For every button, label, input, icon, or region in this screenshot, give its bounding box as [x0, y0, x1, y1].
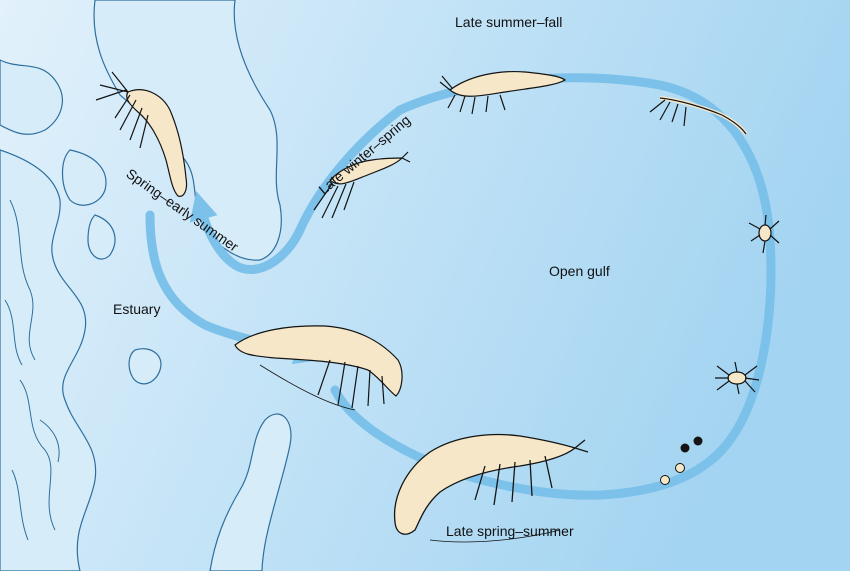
egg-3: [681, 444, 690, 453]
label-estuary: Estuary: [113, 302, 160, 316]
egg-4: [694, 437, 703, 446]
egg-1: [661, 476, 670, 485]
label-late-summer-fall: Late summer–fall: [455, 15, 562, 29]
label-late-spring-summer: Late spring–summer: [446, 524, 574, 538]
label-open-gulf: Open gulf: [549, 264, 610, 278]
egg-2: [676, 464, 685, 473]
